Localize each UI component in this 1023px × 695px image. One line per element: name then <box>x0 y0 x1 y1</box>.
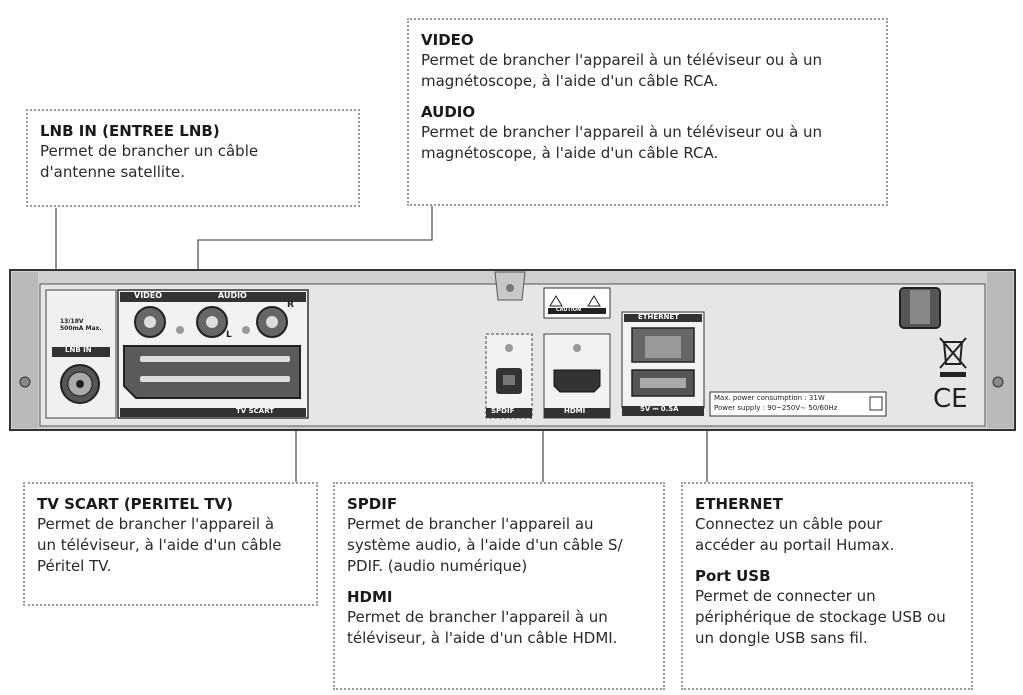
callout-video-audio: VIDEO Permet de brancher l'appareil à un… <box>407 18 888 206</box>
callout-title: TV SCART (PERITEL TV) <box>37 495 233 513</box>
callout-desc: Permet de brancher l'appareil à un télév… <box>347 608 618 647</box>
callout-desc: Permet de brancher l'appareil à un télév… <box>421 123 823 162</box>
panel-label-lnb-rating: 13/18V 500mA Max. <box>60 318 102 332</box>
panel-label-usb-rating: 5V ⎓ 0.5A <box>640 405 679 413</box>
panel-label-tv-scart: TV SCART <box>236 407 275 415</box>
callout-title: AUDIO <box>421 103 476 121</box>
callout-desc: Permet de brancher l'appareil à un télév… <box>37 515 282 575</box>
callout-tv-scart: TV SCART (PERITEL TV) Permet de brancher… <box>23 482 318 606</box>
panel-label-spdif: SPDIF <box>491 407 515 415</box>
panel-label-hdmi: HDMI <box>564 407 586 415</box>
callout-desc: Permet de brancher l'appareil au système… <box>347 515 623 575</box>
power-label <box>709 391 887 417</box>
ce-mark: CE <box>933 384 968 414</box>
screw-right <box>992 376 1004 388</box>
callout-title: VIDEO <box>421 31 474 49</box>
screw-top <box>506 284 514 292</box>
callout-lnb-in: LNB IN (ENTREE LNB) Permet de brancher u… <box>26 109 360 207</box>
callout-title: LNB IN (ENTREE LNB) <box>40 122 220 140</box>
panel-label-ethernet: ETHERNET <box>638 313 680 321</box>
panel-label-lnb-in: LNB IN <box>65 346 92 354</box>
callout-title: ETHERNET <box>695 495 783 513</box>
panel-label-audio-r: R <box>287 300 294 310</box>
callout-title: SPDIF <box>347 495 398 513</box>
panel-label-audio-l: L <box>226 330 232 340</box>
callout-title: Port USB <box>695 567 771 585</box>
callout-desc: Connectez un câble pour accéder au porta… <box>695 515 895 554</box>
callout-spdif-hdmi: SPDIF Permet de brancher l'appareil au s… <box>333 482 665 690</box>
screw-left <box>19 376 31 388</box>
hdmi-port <box>553 369 601 393</box>
scart-pins <box>140 356 290 382</box>
panel-label-power-2: Power supply : 90~250V∼ 50/60Hz <box>714 404 838 412</box>
panel-label-power-1: Max. power consumption : 31W <box>714 394 825 402</box>
panel-label-audio: AUDIO <box>218 291 247 300</box>
scart-connector <box>123 345 301 399</box>
panel-label-caution: CAUTION <box>556 307 582 313</box>
callout-desc: Permet de brancher l'appareil à un télév… <box>421 51 823 90</box>
panel-label-video: VIDEO <box>134 291 163 300</box>
line-video-audio <box>197 206 433 290</box>
callout-title: HDMI <box>347 588 393 606</box>
callout-desc: Permet de connecter un périphérique de s… <box>695 587 946 647</box>
weee-bin-icon <box>939 337 967 369</box>
callout-ethernet-usb: ETHERNET Connectez un câble pour accéder… <box>681 482 973 690</box>
callout-desc: Permet de brancher un câble d'antenne sa… <box>40 142 259 181</box>
